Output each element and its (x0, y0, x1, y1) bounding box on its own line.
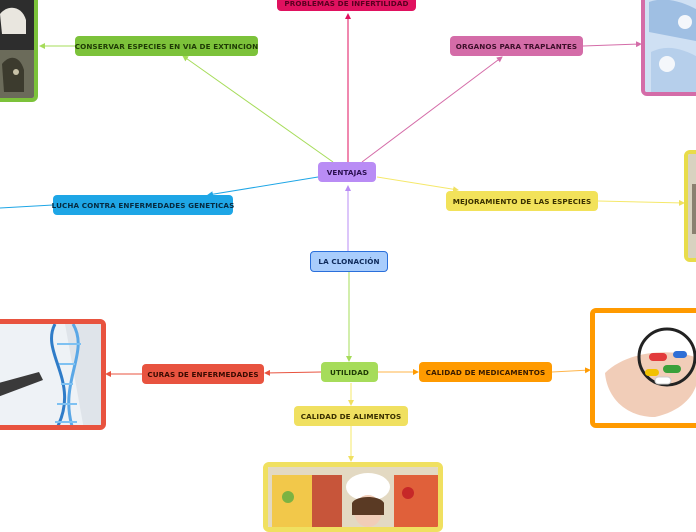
node-conservar-especies[interactable]: CONSERVAR ESPECIES EN VIA DE EXTINCION (75, 36, 258, 56)
surgery-photo[interactable] (641, 0, 696, 96)
node-utilidad[interactable]: UTILIDAD (321, 362, 378, 382)
animals-photo[interactable] (0, 0, 38, 102)
node-organos-trasplantes[interactable]: ORGANOS PARA TRAPLANTES (450, 36, 583, 56)
node-central-label: LA CLONACIÓN (318, 257, 380, 266)
node-lucha-label: LUCHA CONTRA ENFERMEDADES GENETICAS (51, 200, 235, 210)
node-problemas-infertilidad[interactable]: PROBLEMAS DE INFERTILIDAD (277, 0, 416, 11)
node-medicamentos-label: CALIDAD DE MEDICAMENTOS (425, 367, 546, 377)
node-organos-label: ORGANOS PARA TRAPLANTES (455, 41, 578, 51)
node-la-clonacion[interactable]: LA CLONACIÓN (310, 251, 388, 272)
node-ventajas[interactable]: VENTAJAS (318, 162, 376, 182)
node-mejoramiento-especies[interactable]: MEJORAMIENTO DE LAS ESPECIES (446, 191, 598, 211)
node-calidad-alimentos[interactable]: CALIDAD DE ALIMENTOS (294, 406, 408, 426)
species-photo-art (688, 154, 696, 258)
node-curas-label: CURAS DE ENFERMEDADES (147, 369, 259, 379)
animals-photo-art (0, 0, 34, 98)
species-photo[interactable] (684, 150, 696, 262)
node-alimentos-label: CALIDAD DE ALIMENTOS (300, 411, 402, 421)
node-mejoramiento-label: MEJORAMIENTO DE LAS ESPECIES (452, 196, 592, 206)
node-curas-enfermedades[interactable]: CURAS DE ENFERMEDADES (142, 364, 264, 384)
line-organos-surgery (582, 41, 642, 48)
line-mejoramiento-species (597, 199, 685, 206)
node-conservar-label: CONSERVAR ESPECIES EN VIA DE EXTINCION (74, 41, 259, 51)
line-utilidad-curas (264, 369, 322, 376)
line-ventajas-mejoramiento (376, 176, 459, 193)
line-ventajas-organos (361, 56, 503, 163)
dna-photo[interactable] (0, 319, 106, 430)
line-lucha-left (0, 204, 54, 209)
node-calidad-medicamentos[interactable]: CALIDAD DE MEDICAMENTOS (419, 362, 552, 382)
line-ventajas-conservar (182, 55, 334, 163)
node-problemas-label: PROBLEMAS DE INFERTILIDAD (284, 0, 409, 8)
node-utilidad-label: UTILIDAD (330, 367, 369, 377)
pills-photo-art (595, 313, 696, 423)
dna-photo-art (0, 324, 101, 425)
surgery-photo-art (645, 0, 696, 92)
line-medicamentos-pills (551, 367, 591, 374)
node-lucha-enfermedades[interactable]: LUCHA CONTRA ENFERMEDADES GENETICAS (51, 195, 235, 215)
connector-lines (0, 13, 685, 462)
food-photo[interactable] (263, 462, 443, 532)
pills-photo[interactable] (590, 308, 696, 428)
food-photo-art (268, 467, 438, 527)
line-ventajas-lucha (207, 176, 319, 198)
node-ventajas-label: VENTAJAS (326, 167, 368, 177)
